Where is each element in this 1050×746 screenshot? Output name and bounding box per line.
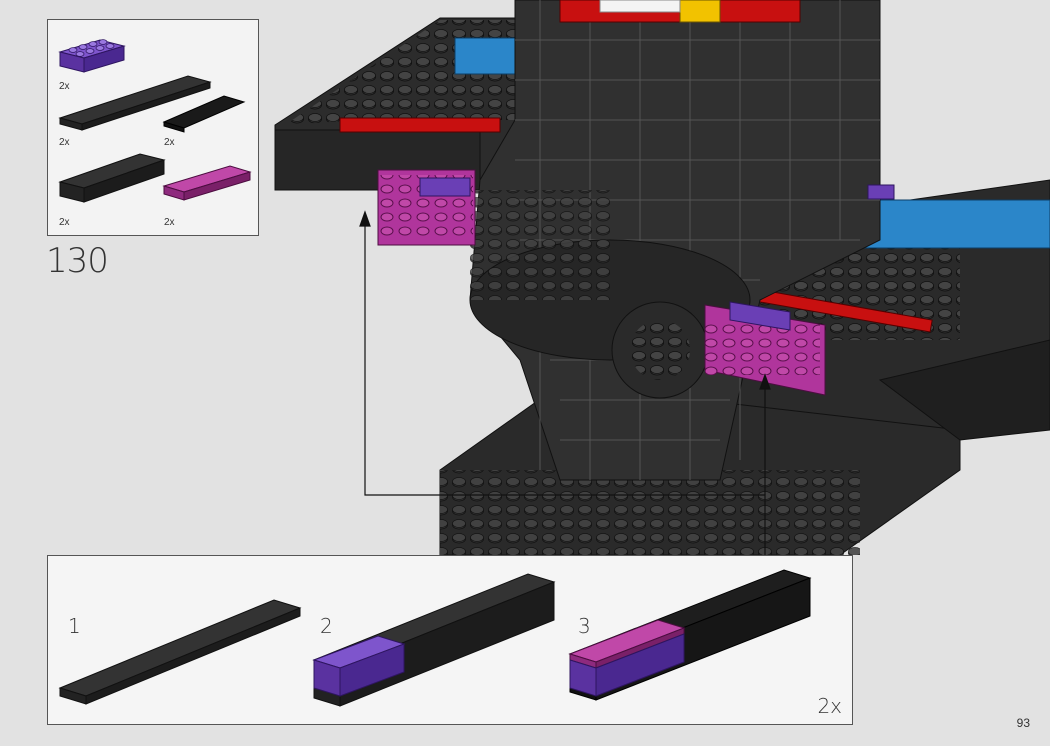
- subassembly-step-2-assembly: [312, 573, 556, 707]
- part-qty: 2x: [164, 217, 175, 228]
- part-tile: [162, 95, 246, 133]
- subassembly-step-1-label: 1: [68, 614, 81, 638]
- subassembly-step-3-assembly: [568, 569, 812, 701]
- part-qty: 2x: [59, 137, 70, 148]
- part-long-plate: [58, 75, 212, 131]
- magenta-bricks-placement: [377, 169, 895, 396]
- subassembly-step-1-plate: [58, 599, 302, 705]
- page-number: 93: [1016, 716, 1030, 730]
- subassembly-step-2-label: 2: [320, 614, 333, 638]
- parts-illustration: [58, 39, 252, 203]
- subassembly-step-3-label: 3: [578, 614, 591, 638]
- subassembly-multiplier: 2x: [817, 694, 842, 718]
- part-qty: 2x: [59, 81, 70, 92]
- central-column: [469, 0, 881, 481]
- parts-list: 2x 2x 2x 2x 2x: [47, 19, 259, 236]
- left-arm: [274, 17, 541, 191]
- part-purple-brick: [58, 39, 126, 73]
- subassembly-box: 1 2 3 2x: [47, 555, 853, 725]
- placement-arrow: [359, 210, 771, 555]
- part-dark-brick: [58, 153, 166, 203]
- step-number: 130: [46, 241, 109, 281]
- part-qty: 2x: [164, 137, 175, 148]
- part-qty: 2x: [59, 217, 70, 228]
- part-magenta-plate: [162, 165, 252, 201]
- subassembly-illustration: [58, 569, 812, 707]
